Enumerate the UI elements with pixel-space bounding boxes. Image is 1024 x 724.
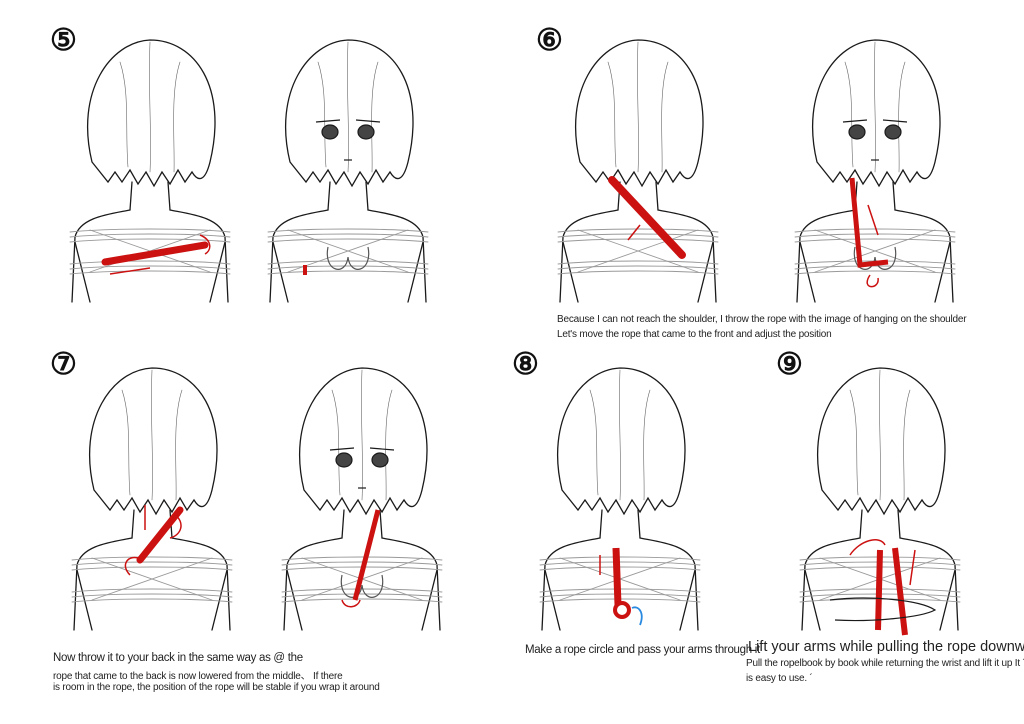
step-number-6: ⑥ bbox=[536, 24, 563, 57]
step-number-9: ⑨ bbox=[776, 348, 803, 381]
step9-caption-2: is easy to use. ´ bbox=[746, 673, 813, 684]
step8-caption: Make a rope circle and pass your arms th… bbox=[525, 644, 760, 656]
step7-caption-3: is room in the rope, the position of the… bbox=[53, 682, 380, 693]
step7-caption-2: rope that came to the back is now lowere… bbox=[53, 671, 343, 682]
step6-caption-2: Let's move the rope that came to the fro… bbox=[557, 329, 832, 340]
figure-front bbox=[267, 39, 429, 303]
step9-title: Lift your arms while pulling the rope do… bbox=[748, 639, 1024, 655]
figure-back bbox=[69, 39, 231, 303]
step-number-7: ⑦ bbox=[50, 348, 77, 381]
step-number-8: ⑧ bbox=[512, 348, 539, 381]
step-number-5: ⑤ bbox=[50, 24, 77, 57]
step9-caption-1: Pull the ropelbook by book while returni… bbox=[746, 658, 1024, 669]
step6-caption-1: Because I can not reach the shoulder, I … bbox=[557, 314, 967, 325]
step7-caption-1: Now throw it to your back in the same wa… bbox=[53, 652, 303, 664]
